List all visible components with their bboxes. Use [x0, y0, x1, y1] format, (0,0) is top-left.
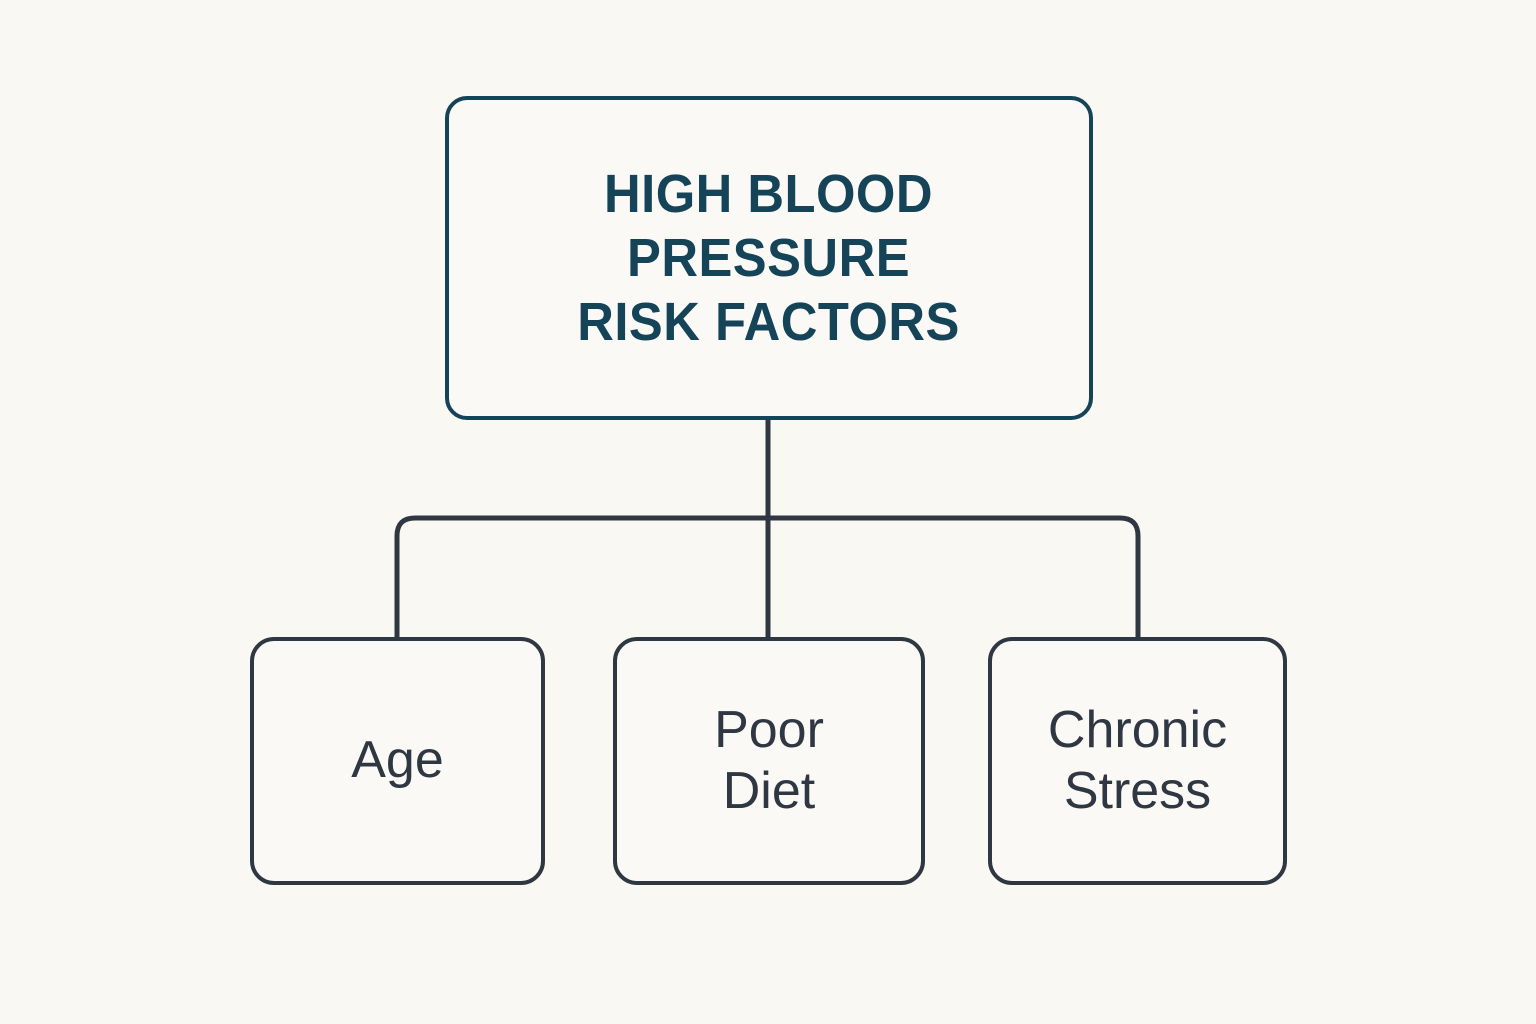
node-label-poor-diet: Poor Diet: [714, 700, 824, 820]
node-poor-diet[interactable]: Poor Diet: [613, 637, 925, 885]
edge-bus-horizontal: [394, 515, 1141, 637]
node-label-root: HIGH BLOOD PRESSURE RISK FACTORS: [577, 163, 961, 353]
node-chronic-stress[interactable]: Chronic Stress: [988, 637, 1287, 885]
node-high-blood-pressure-risk-factors[interactable]: HIGH BLOOD PRESSURE RISK FACTORS: [445, 96, 1093, 420]
node-age[interactable]: Age: [250, 637, 545, 885]
node-label-chronic-stress: Chronic Stress: [1047, 700, 1228, 820]
node-label-age: Age: [351, 731, 444, 790]
